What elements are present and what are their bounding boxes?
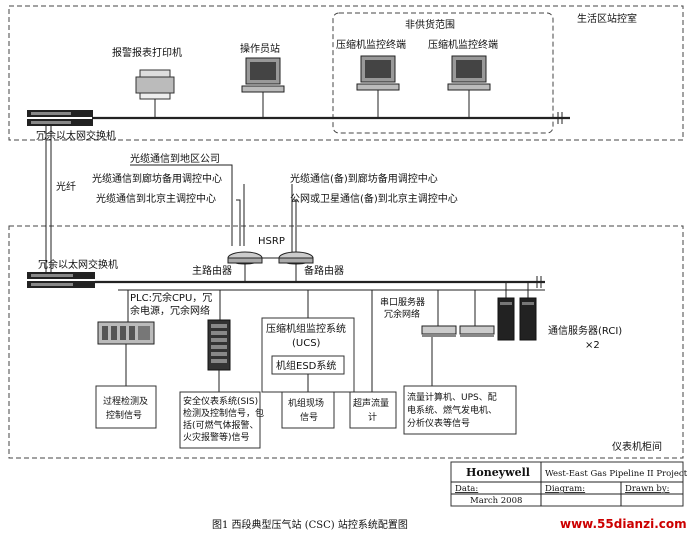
non-supply-label: 非供货范围 (405, 18, 455, 31)
bottom-bus-end-terminator (536, 276, 542, 288)
serial-server-label-line1: 串口服务器 (380, 296, 425, 308)
operator-station-label: 操作员站 (240, 42, 280, 55)
ucs-label-line1: 压缩机组监控系统 (266, 322, 346, 335)
link-beijing (236, 199, 241, 246)
unit-box-line1: 机组现场 (288, 397, 324, 409)
ultrasonic-box-line1: 超声流量 (353, 397, 389, 409)
non-supply-zone-border (332, 12, 554, 134)
bottom-ethernet-switch (27, 272, 95, 288)
top-bus-end-terminator (557, 112, 563, 124)
rci-label-line2: ×2 (585, 340, 600, 351)
operator-station-icon (241, 57, 285, 118)
flow-box-line1: 流量计算机、UPS、配 (407, 391, 497, 403)
watermark: www.55dianzi.com (560, 517, 687, 531)
link-langfang-backup-label: 光缆通信(备)到廊坊备用调控中心 (290, 172, 438, 185)
plc-label-line2: 余电源，冗余网络 (130, 304, 210, 317)
link-region-label: 光缆通信到地区公司 (130, 152, 220, 165)
top-zone-label: 生活区站控室 (577, 12, 637, 25)
link-langfang-label: 光缆通信到廊坊备用调控中心 (92, 172, 222, 185)
flow-box-line3: 分析仪表等信号 (407, 417, 470, 429)
sis-box-line1: 安全仪表系统(SIS) (183, 395, 258, 407)
compressor-terminal-2-icon (447, 55, 491, 118)
rci-server-2-icon (519, 282, 537, 341)
link-beijing-label: 光缆通信到北京主调控中心 (96, 192, 216, 205)
serial-server-1-icon (421, 290, 457, 386)
terminal-2-label: 压缩机监控终端 (428, 38, 498, 51)
rci-server-1-icon (497, 282, 515, 341)
ultrasonic-box-line2: 计 (368, 411, 377, 423)
title-diagram-label: Diagram: (545, 484, 585, 494)
title-block (450, 461, 684, 507)
hsrp-label: HSRP (258, 236, 285, 247)
plc-cabinet-icon (97, 290, 155, 386)
process-box-line1: 过程检测及 (103, 395, 148, 407)
link-beijing-satellite (294, 199, 297, 252)
main-router-label: 主路由器 (192, 264, 232, 277)
bottom-zone-border (8, 225, 684, 459)
unit-box-line2: 信号 (300, 411, 318, 423)
fiber-label: 光纤 (56, 180, 76, 193)
title-data-value: March 2008 (470, 496, 522, 506)
printer-label: 报警报表打印机 (112, 46, 182, 59)
serial-server-2-icon (459, 290, 495, 337)
title-project: West-East Gas Pipeline II Project (545, 469, 688, 479)
title-data-label: Data: (455, 484, 478, 494)
serial-server-label-line2: 冗余网络 (384, 308, 420, 320)
top-ethernet-switch (27, 110, 93, 126)
sis-box-line4: 火灾报警等)信号 (183, 431, 250, 443)
terminal-1-label: 压缩机监控终端 (336, 38, 406, 51)
process-signal-box (95, 385, 157, 429)
esd-label: 机组ESD系统 (276, 359, 336, 372)
main-router-icon (227, 251, 263, 282)
sis-box-line2: 检测及控制信号，包 (183, 407, 264, 419)
ucs-label-line2: (UCS) (292, 338, 321, 349)
sis-cabinet-icon (207, 290, 231, 392)
compressor-terminal-1-icon (356, 55, 400, 118)
link-beijing-satellite-label: 公网或卫星通信(备)到北京主调控中心 (290, 192, 458, 205)
top-switch-label: 冗余以太网交换机 (36, 129, 116, 142)
ultrasonic-box (349, 391, 397, 429)
sis-box-line3: 括(可燃气体报警、 (183, 419, 259, 431)
flow-signal-box (403, 385, 517, 435)
unit-field-signal-box (281, 391, 335, 429)
link-region (130, 164, 233, 246)
bottom-zone-label: 仪表机柜间 (612, 440, 662, 453)
sis-signal-box (179, 391, 261, 449)
flow-box-line2: 电系统、燃气发电机、 (407, 404, 497, 416)
figure-caption: 图1 西段典型压气站 (CSC) 站控系统配置图 (212, 518, 408, 531)
bottom-switch-label: 冗余以太网交换机 (38, 258, 118, 271)
title-company: Honeywell (466, 466, 530, 479)
title-drawn-label: Drawn by: (625, 484, 670, 494)
printer-icon (135, 69, 175, 118)
process-box-line2: 控制信号 (106, 409, 142, 421)
rci-label-line1: 通信服务器(RCI) (548, 324, 622, 337)
plc-label-line1: PLC:冗余CPU，冗 (130, 291, 212, 304)
backup-router-label: 备路由器 (304, 264, 344, 277)
top-zone-border (8, 5, 684, 141)
